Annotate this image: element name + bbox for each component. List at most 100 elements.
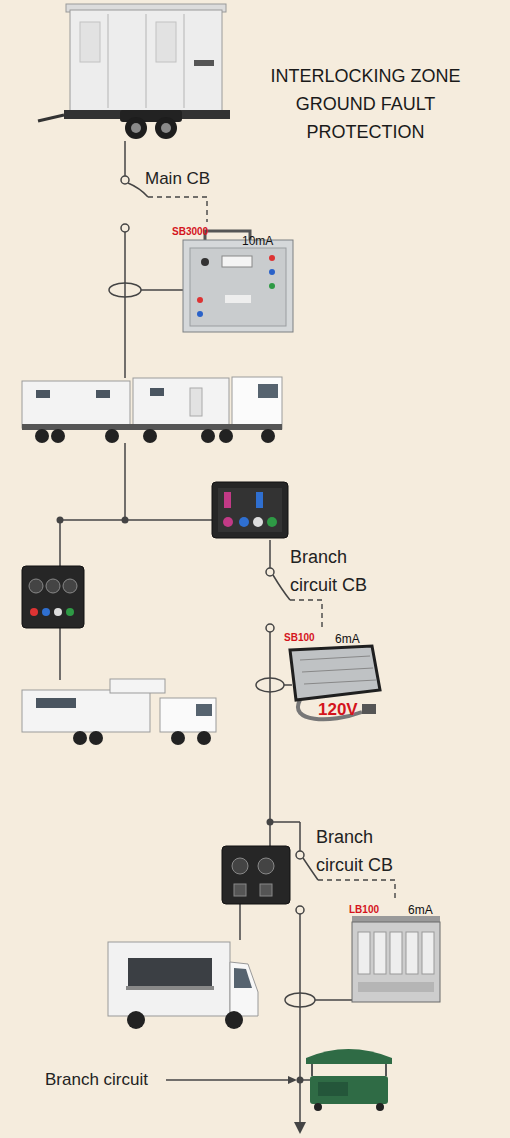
production-trucks (96, 390, 110, 398)
breaker-contact (121, 224, 129, 232)
junction-dot (57, 517, 64, 524)
lb100-device (352, 916, 440, 1002)
wire (59, 520, 61, 566)
generator-trailer (108, 14, 109, 108)
distribution-box (30, 608, 38, 616)
trip-rating: 10mA (242, 235, 273, 249)
wire (315, 999, 352, 1001)
distribution-box (258, 858, 274, 874)
sb3000-device (197, 311, 203, 317)
distribution-box (232, 858, 248, 874)
wire (59, 628, 61, 680)
junction-dot (57, 517, 304, 1084)
diagram-title: INTERLOCKING ZONE GROUND FAULT PROTECTIO… (258, 62, 473, 146)
food-cart (376, 1103, 384, 1111)
production-trucks (190, 388, 202, 416)
food-truck (234, 968, 252, 988)
sb3000-device (269, 269, 275, 275)
trailer-and-truck (73, 731, 87, 745)
food-cart (306, 1049, 392, 1064)
sb3000-device (201, 258, 209, 266)
breaker-contact (266, 568, 274, 576)
leader-arrow (288, 1076, 297, 1084)
generator-trailer (155, 117, 177, 139)
generator-trailer (38, 4, 230, 139)
lb100-device (358, 982, 434, 992)
sb3000-device: SB3000 10mA (170, 222, 305, 332)
sb3000-device (225, 295, 251, 303)
lb100-device (406, 932, 418, 974)
distribution-box (224, 492, 231, 508)
food-cart (310, 1076, 388, 1104)
model-name: LB100 (349, 904, 379, 916)
production-trucks (143, 429, 157, 443)
food-cart (311, 1064, 313, 1076)
breaker-label: Branch circuit CB (292, 823, 407, 880)
generator-trailer (38, 115, 64, 121)
food-truck (108, 942, 230, 1016)
distribution-box (42, 608, 50, 616)
wire (60, 141, 352, 1124)
wire (141, 289, 183, 291)
current-sensor (109, 283, 141, 297)
distribution-box (212, 482, 288, 538)
sb3000-device (269, 283, 275, 289)
breaker-contact (296, 851, 304, 859)
production-trucks (150, 388, 164, 396)
model-name: SB3000 (172, 226, 208, 238)
breaker-contact (121, 176, 129, 184)
food-truck (128, 958, 212, 986)
generator-trailer (194, 60, 214, 66)
generator-trailer (80, 22, 100, 62)
distribution-box (218, 488, 282, 532)
breaker-name: Main CB (145, 169, 210, 189)
production-trucks (51, 429, 65, 443)
lb100-device (422, 932, 434, 974)
generator-trailer (131, 123, 141, 133)
food-cart (306, 1049, 392, 1111)
distribution-box (29, 579, 43, 593)
sb100-device (362, 704, 376, 714)
current-sensor (109, 283, 315, 1007)
model-name: SB100 (284, 632, 315, 644)
sb3000-device (183, 231, 293, 332)
lb100-device (390, 932, 402, 974)
generator-trailer (146, 14, 147, 108)
distribution-box (22, 566, 84, 628)
wire (270, 821, 300, 823)
trip-rating: 6mA (335, 633, 360, 647)
food-truck (108, 942, 258, 1029)
breaker-contact (121, 176, 304, 914)
junction-dot (267, 819, 274, 826)
wire (284, 684, 292, 686)
leader-arrow (166, 1076, 306, 1134)
lb100-device (352, 922, 440, 1002)
trailer-and-truck (22, 679, 216, 745)
trailer-and-truck (160, 698, 216, 732)
distribution-box (253, 517, 263, 527)
trip-signal-line (318, 880, 395, 898)
junction-dot (297, 1077, 304, 1084)
food-cart (314, 1103, 322, 1111)
sb3000-device (222, 256, 252, 267)
trailer-and-truck (36, 698, 76, 708)
distribution-box (260, 884, 272, 896)
wire (269, 822, 271, 846)
production-trucks (232, 377, 282, 429)
food-truck (225, 1011, 243, 1029)
leader-arrow (294, 1122, 306, 1134)
lb100-device (374, 932, 386, 974)
breaker-name: Branch circuit CB (316, 823, 402, 879)
food-truck (230, 962, 258, 1016)
production-trucks (261, 429, 275, 443)
wire (269, 632, 271, 822)
food-truck (126, 986, 214, 990)
current-sensor (285, 993, 315, 1007)
distribution-box (234, 884, 246, 896)
trailer-and-truck (171, 731, 185, 745)
distribution-box (54, 608, 62, 616)
current-sensor (256, 678, 284, 692)
sb100-device (290, 646, 380, 700)
distribution-box (223, 517, 233, 527)
